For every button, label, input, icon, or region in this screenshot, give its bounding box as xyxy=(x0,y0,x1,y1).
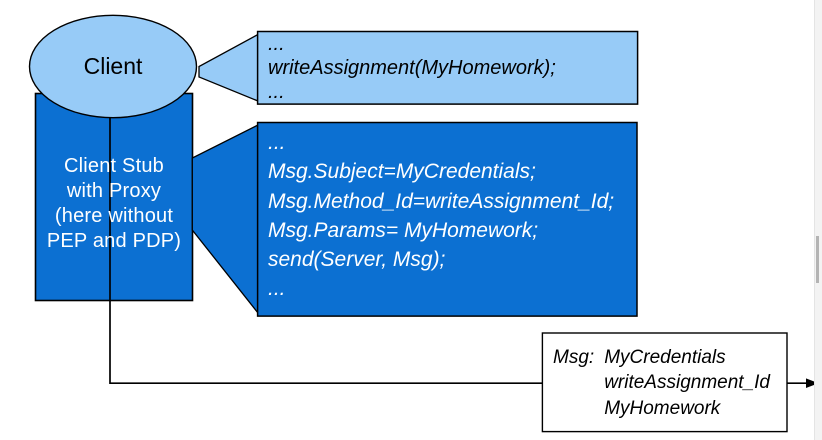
message-value: MyCredentials xyxy=(604,347,726,368)
client-label: Client xyxy=(83,53,143,79)
client-stub-box xyxy=(34,92,194,302)
arrowhead-icon xyxy=(806,378,819,388)
stub-label-line: PEP and PDP) xyxy=(46,230,182,252)
code-line: writeAssignment(MyHomework); xyxy=(268,57,556,79)
client-code-callout-pointer xyxy=(198,33,259,102)
stub-label-line: Client Stub xyxy=(63,155,165,177)
message-box xyxy=(541,332,788,433)
stub-label-line: with Proxy xyxy=(66,180,162,202)
message-values: MyCredentials writeAssignment_Id MyHomew… xyxy=(604,345,770,432)
scrollbar-track[interactable] xyxy=(814,0,822,440)
code-line: ... xyxy=(268,81,285,103)
code-line: Msg.Subject=MyCredentials; xyxy=(268,160,536,184)
code-line: ... xyxy=(268,131,286,154)
code-line: ... xyxy=(268,33,285,55)
message-label: Msg: xyxy=(553,347,595,368)
scrollbar-thumb[interactable] xyxy=(816,236,819,283)
stub-code-callout-box xyxy=(256,121,638,317)
code-line: Msg.Method_Id=writeAssignment_Id; xyxy=(268,189,615,213)
client-code-callout-box xyxy=(256,30,639,105)
code-line: Msg.Params= MyHomework; xyxy=(268,218,539,242)
stub-code-callout-pointer xyxy=(191,123,259,315)
message-value: writeAssignment_Id xyxy=(604,372,770,394)
code-line: send(Server, Msg); xyxy=(268,248,446,272)
stub-code-text: ... Msg.Subject=MyCredentials; Msg.Metho… xyxy=(268,128,614,304)
client-code-text: ... writeAssignment(MyHomework); ... xyxy=(268,32,556,104)
stub-label-line: (here without xyxy=(54,205,174,227)
code-line: ... xyxy=(268,277,286,301)
client-ellipse xyxy=(28,14,198,119)
client-stub-label: Client Stub with Proxy (here without PEP… xyxy=(35,93,193,301)
message-value: MyHomework xyxy=(604,397,721,419)
message-box-content: Msg: MyCredentials writeAssignment_Id My… xyxy=(542,333,787,432)
